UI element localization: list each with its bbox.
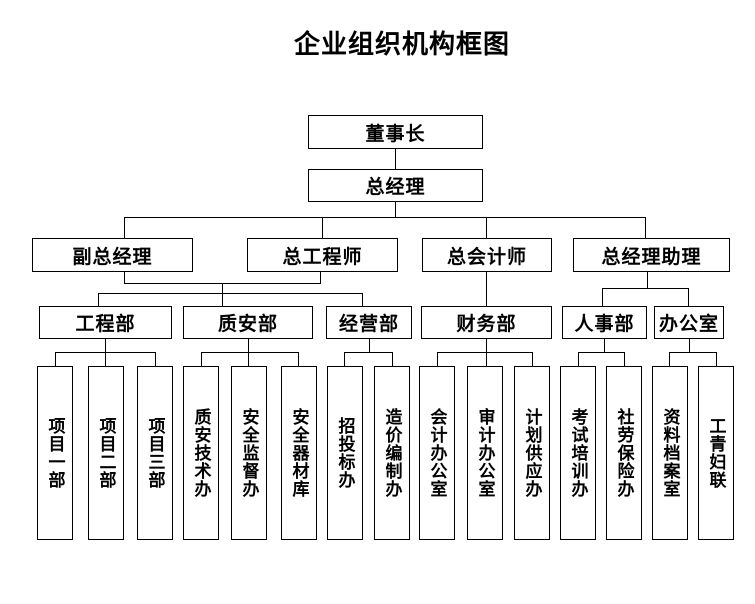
node-bidding-office: 招投标办 <box>327 366 363 540</box>
connector-line <box>369 339 370 352</box>
connector-line <box>437 352 438 366</box>
connector-line <box>124 217 125 238</box>
node-cost-estimation-office: 造价编制办 <box>374 366 410 540</box>
node-deputy-gm: 副总经理 <box>32 238 193 272</box>
connector-line <box>669 352 717 353</box>
connector-line <box>602 288 689 289</box>
connector-line <box>55 352 56 366</box>
node-gm-assistant: 总经理助理 <box>573 238 730 272</box>
node-quality-safety-dept: 质安部 <box>183 306 313 339</box>
connector-line <box>55 352 156 353</box>
connector-line <box>395 149 396 169</box>
node-planning-supply-office: 计划供应办 <box>514 366 550 540</box>
connector-line <box>392 352 393 366</box>
node-chief-accountant: 总会计师 <box>422 238 552 272</box>
connector-line <box>716 352 717 366</box>
node-general-manager: 总经理 <box>308 169 483 202</box>
node-engineering-dept: 工程部 <box>39 306 172 339</box>
connector-line <box>578 352 579 366</box>
node-project-dept-2: 项目二部 <box>88 366 124 540</box>
connector-line <box>124 272 125 283</box>
node-hr-dept: 人事部 <box>562 306 647 339</box>
connector-line <box>624 352 625 366</box>
node-chairman: 董事长 <box>308 115 483 149</box>
connector-line <box>322 217 323 238</box>
connector-line <box>344 352 345 366</box>
node-audit-office: 审计办公室 <box>467 366 503 540</box>
connector-line <box>320 272 321 283</box>
connector-line <box>222 293 223 306</box>
node-accounting-office: 会计办公室 <box>419 366 455 540</box>
node-exam-training-office: 考试培训办 <box>560 366 596 540</box>
connector-line <box>155 352 156 366</box>
connector-line <box>647 272 648 288</box>
node-finance-dept: 财务部 <box>421 306 552 339</box>
node-safety-supervision-office: 安全监督办 <box>231 366 267 540</box>
connector-line <box>645 217 646 238</box>
connector-line <box>688 288 689 306</box>
node-qs-tech-office: 质安技术办 <box>183 366 219 540</box>
connector-line <box>532 352 533 366</box>
chart-title: 企业组织机构框图 <box>294 30 511 59</box>
connector-line <box>201 352 299 353</box>
node-archives-room: 资料档案室 <box>652 366 688 540</box>
connector-line <box>437 352 533 353</box>
node-chief-engineer: 总工程师 <box>247 238 398 272</box>
connector-line <box>395 201 396 217</box>
connector-line <box>578 352 625 353</box>
node-project-dept-1: 项目一部 <box>37 366 73 540</box>
connector-line <box>486 272 487 306</box>
connector-line <box>201 352 202 366</box>
connector-line <box>98 293 363 294</box>
node-safety-equipment-warehouse: 安全器材库 <box>281 366 317 540</box>
connector-line <box>98 293 99 306</box>
node-union-federation: 工青妇联 <box>698 366 734 540</box>
node-social-insurance-office: 社劳保险办 <box>606 366 642 540</box>
connector-line <box>344 352 393 353</box>
connector-line <box>602 288 603 306</box>
connector-line <box>298 352 299 366</box>
connector-line <box>362 293 363 306</box>
connector-line <box>222 283 223 293</box>
node-operations-dept: 经营部 <box>326 306 412 339</box>
node-office: 办公室 <box>654 306 724 339</box>
connector-line <box>669 352 670 366</box>
connector-line <box>689 339 690 352</box>
connector-line <box>604 339 605 352</box>
connector-line <box>486 217 487 238</box>
node-project-dept-3: 项目三部 <box>137 366 173 540</box>
connector-line <box>124 217 646 218</box>
